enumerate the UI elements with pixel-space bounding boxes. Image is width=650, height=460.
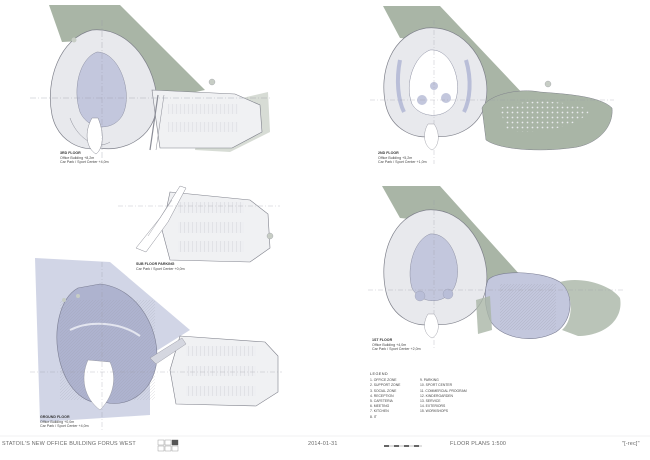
caption-sub-title: SUB FLOOR PARKING xyxy=(136,262,175,266)
caption-1st-line1: Office Building +4,0m xyxy=(372,342,407,347)
atrium-3rd xyxy=(76,51,127,127)
legend-item: 4. RECEPTION xyxy=(370,393,394,398)
caption-1st-line2: Car Park / Sport Center +2,0m xyxy=(372,347,421,352)
entrance-drop-3rd xyxy=(86,117,103,155)
legend-item: 13. SERVICE xyxy=(420,399,441,404)
entrance-1st xyxy=(424,313,439,339)
legend-item: 15. WORKSHOPS xyxy=(420,409,449,414)
caption-ground-floor: GROUND FLOOR Office Building +0,0m Car P… xyxy=(40,415,89,429)
sheet-title: FLOOR PLANS 1:500 xyxy=(450,441,507,447)
legend-item: 6. MEETING xyxy=(370,404,390,409)
surrounding-green-1st xyxy=(560,279,621,336)
caption-3rd-line1: Office Building +8,2m xyxy=(60,155,95,160)
legend-item: 12. KINDERGARDEN xyxy=(420,393,453,398)
atrium-1st xyxy=(409,233,458,301)
scale-bar-icon xyxy=(384,445,422,447)
legend-title: LEGEND xyxy=(370,372,389,376)
plan-ground-floor xyxy=(30,258,282,430)
entrance-2nd xyxy=(424,123,439,151)
caption-1st-title: 1ST FLOOR xyxy=(372,338,393,342)
sheet-date: 2014-01-31 xyxy=(308,441,338,447)
caption-3rd-title: 3RD FLOOR xyxy=(60,151,81,155)
legend-list: 1. OFFICE ZONE 2. SUPPORT ZONE 3. SOCIAL… xyxy=(370,378,467,420)
caption-sub-floor: SUB FLOOR PARKING Car Park / Sport Cente… xyxy=(136,262,185,271)
caption-ground-line2: Car Park / Sport Center +4,0m xyxy=(40,424,89,429)
plan-3rd-floor xyxy=(30,5,270,160)
caption-sub-line1: Car Park / Sport Center +0,0m xyxy=(136,266,185,271)
caption-3rd-line2: Car Park / Sport Center +4,0m xyxy=(60,160,109,165)
firm-logo: "[-rec]" xyxy=(622,441,640,447)
plan-1st-floor xyxy=(368,186,624,350)
legend-item: 8. IT xyxy=(370,414,377,419)
caption-2nd-floor: 2ND FLOOR Office Building +5,2m Car Park… xyxy=(378,151,427,165)
legend-item: 9. PARKING xyxy=(420,378,439,383)
caption-ground-title: GROUND FLOOR xyxy=(40,415,70,419)
legend-item: 1. OFFICE ZONE xyxy=(370,378,397,383)
plan-2nd-floor xyxy=(370,6,614,164)
caption-2nd-line1: Office Building +5,2m xyxy=(378,155,413,160)
caption-2nd-title: 2ND FLOOR xyxy=(378,151,399,155)
car-park-3rd xyxy=(151,89,263,149)
project-title: STATOIL'S NEW OFFICE BUILDING FORUS WEST xyxy=(2,441,136,447)
legend-item: 2. SUPPORT ZONE xyxy=(370,383,401,388)
legend-item: 14. EXTERIORS xyxy=(420,404,446,409)
caption-ground-line1: Office Building +0,0m xyxy=(40,419,75,424)
caption-3rd-floor: 3RD FLOOR Office Building +8,2m Car Park… xyxy=(60,151,109,165)
legend-item: 3. SOCIAL ZONE xyxy=(370,388,397,393)
plan-sub-floor-parking xyxy=(118,185,280,263)
legend-item: 10. SPORT CENTER xyxy=(420,383,453,388)
legend-item: 7. KITCHEN xyxy=(370,409,389,414)
caption-2nd-line2: Car Park / Sport Center +1,0m xyxy=(378,160,427,165)
legend: LEGEND 1. OFFICE ZONE 2. SUPPORT ZONE 3.… xyxy=(370,372,467,420)
sheet-index-thumbnail xyxy=(157,439,179,452)
caption-1st-floor: 1ST FLOOR Office Building +4,0m Car Park… xyxy=(372,338,421,352)
legend-item: 5. CAFETERIA xyxy=(370,399,393,404)
legend-item: 11. COMMERCIAL PROGRAM xyxy=(420,388,467,393)
